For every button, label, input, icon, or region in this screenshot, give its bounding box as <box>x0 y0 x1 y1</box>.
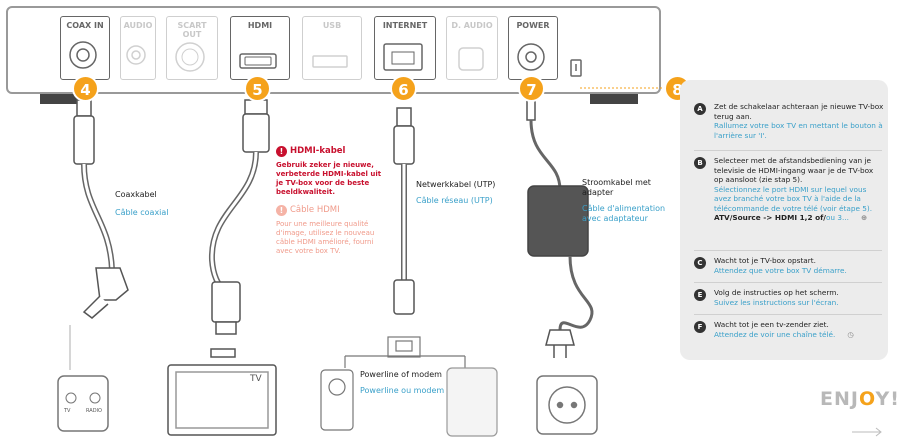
power-caption: Stroomkabel met adapter Câble d'alimenta… <box>582 178 666 223</box>
hdmi-cable-icon <box>208 99 270 335</box>
wall-socket-radio-label: RADIO <box>86 408 102 414</box>
network-cable-icon <box>393 107 415 315</box>
optical-socket-icon <box>458 47 484 71</box>
port-coax-in: COAX IN <box>60 16 110 80</box>
port-hdmi: HDMI <box>230 16 290 80</box>
warning-icon-fr: ! <box>276 205 287 216</box>
power-socket-icon <box>517 43 545 71</box>
instructions-panel: A Zet de schakelaar achteraan je nieuwe … <box>680 80 888 360</box>
port-usb: USB <box>302 16 362 80</box>
ethernet-socket-icon <box>383 43 423 71</box>
port-scart-out: SCART OUT <box>166 16 218 80</box>
network-caption: Netwerkkabel (UTP) Câble réseau (UTP) <box>416 180 496 205</box>
television-icon <box>167 348 277 436</box>
powerline-modem-icon <box>320 336 498 437</box>
power-switch-icon <box>570 59 582 77</box>
warning-icon: ! <box>276 146 287 157</box>
scart-socket-icon <box>175 42 205 72</box>
step-a: A Zet de schakelaar achteraan je nieuwe … <box>694 102 884 140</box>
tv-label: TV <box>250 374 262 384</box>
next-arrow-icon <box>875 427 882 437</box>
tv-box-rear-panel: COAX IN AUDIO SCART OUT HDMI USB INTERNE… <box>6 6 661 94</box>
wall-socket-tv-label: TV <box>64 408 71 414</box>
step-f: F Wacht tot je een tv-zender ziet. Atten… <box>694 320 884 339</box>
enjoy-logo: ENJOY! <box>820 388 900 410</box>
power-adapter-icon <box>526 99 594 358</box>
step-number-4: 4 <box>72 75 99 102</box>
coax-caption: Coaxkabel Câble coaxial <box>115 190 169 217</box>
power-outlet-icon <box>536 375 598 435</box>
coax-cable-icon <box>73 99 129 319</box>
powerline-caption: Powerline of modem Powerline ou modem <box>360 370 445 395</box>
usb-socket-icon <box>312 55 348 68</box>
coax-wall-socket-icon <box>57 375 109 432</box>
step-number-5: 5 <box>244 75 271 102</box>
source-input-icon: ⊕ <box>860 213 868 222</box>
step-number-7: 7 <box>518 75 545 102</box>
step-number-6: 6 <box>390 75 417 102</box>
port-audio: AUDIO <box>120 16 156 80</box>
step-e: E Volg de instructies op het scherm. Sui… <box>694 288 884 307</box>
step-c: C Wacht tot je TV-box opstart. Attendez … <box>694 256 884 275</box>
clock-icon: ◷ <box>847 329 854 339</box>
hdmi-socket-icon <box>239 53 277 69</box>
coax-socket-icon <box>69 41 97 69</box>
hdmi-warning: !HDMI-kabel Gebruik zeker je nieuwe, ver… <box>276 146 382 255</box>
step-b: B Selecteer met de afstandsbediening van… <box>694 156 884 223</box>
audio-socket-icon <box>126 45 146 65</box>
